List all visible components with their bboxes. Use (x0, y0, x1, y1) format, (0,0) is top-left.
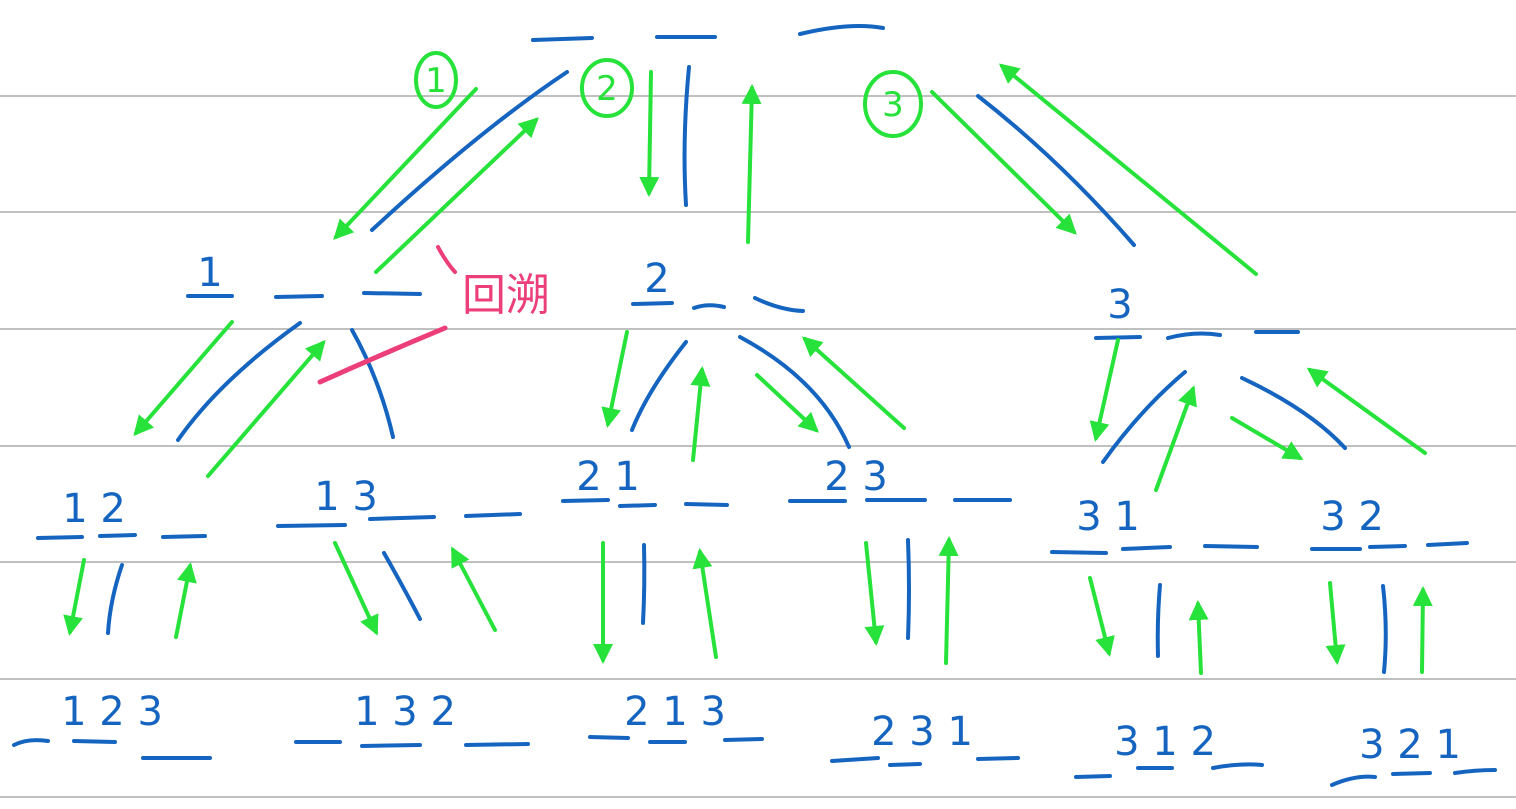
leaf-312: 3 1 2 (1114, 719, 1216, 765)
blank-slots (12, 24, 1497, 787)
circle-1 (414, 51, 458, 109)
node-labels: 1 2 3 1 2 1 3 2 1 2 3 3 1 3 2 1 2 3 1 3 … (61, 250, 1461, 768)
node-32: 3 2 (1320, 494, 1384, 540)
node-31: 3 1 (1076, 494, 1140, 540)
node-12: 1 2 (62, 486, 126, 532)
circle-1-label: 1 (425, 61, 447, 101)
node-21: 2 1 (576, 454, 640, 500)
leaf-123: 1 2 3 (61, 689, 163, 735)
backtrack-strike (317, 325, 448, 385)
node-2: 2 (644, 256, 669, 302)
backtrack-label: 回溯 (462, 270, 550, 321)
traversal-arrows (63, 63, 1433, 675)
backtrack-annotation: 回溯 (317, 245, 550, 385)
tree-edges (106, 65, 1388, 674)
ruled-lines (0, 95, 1516, 798)
node-3: 3 (1107, 282, 1132, 328)
node-23: 2 3 (824, 454, 888, 500)
node-13: 1 3 (314, 474, 378, 520)
leaf-132: 1 3 2 (354, 689, 456, 735)
leaf-213: 2 1 3 (624, 689, 726, 735)
circle-2-label: 2 (596, 69, 618, 109)
leaf-231: 2 3 1 (871, 709, 973, 755)
circle-3 (863, 70, 923, 138)
step-circles: 1 2 3 (414, 51, 923, 138)
leaf-321: 3 2 1 (1359, 722, 1461, 768)
node-1: 1 (197, 250, 222, 296)
circle-2 (580, 58, 634, 118)
circle-3-label: 3 (882, 85, 904, 125)
backtrack-tick (436, 245, 457, 274)
